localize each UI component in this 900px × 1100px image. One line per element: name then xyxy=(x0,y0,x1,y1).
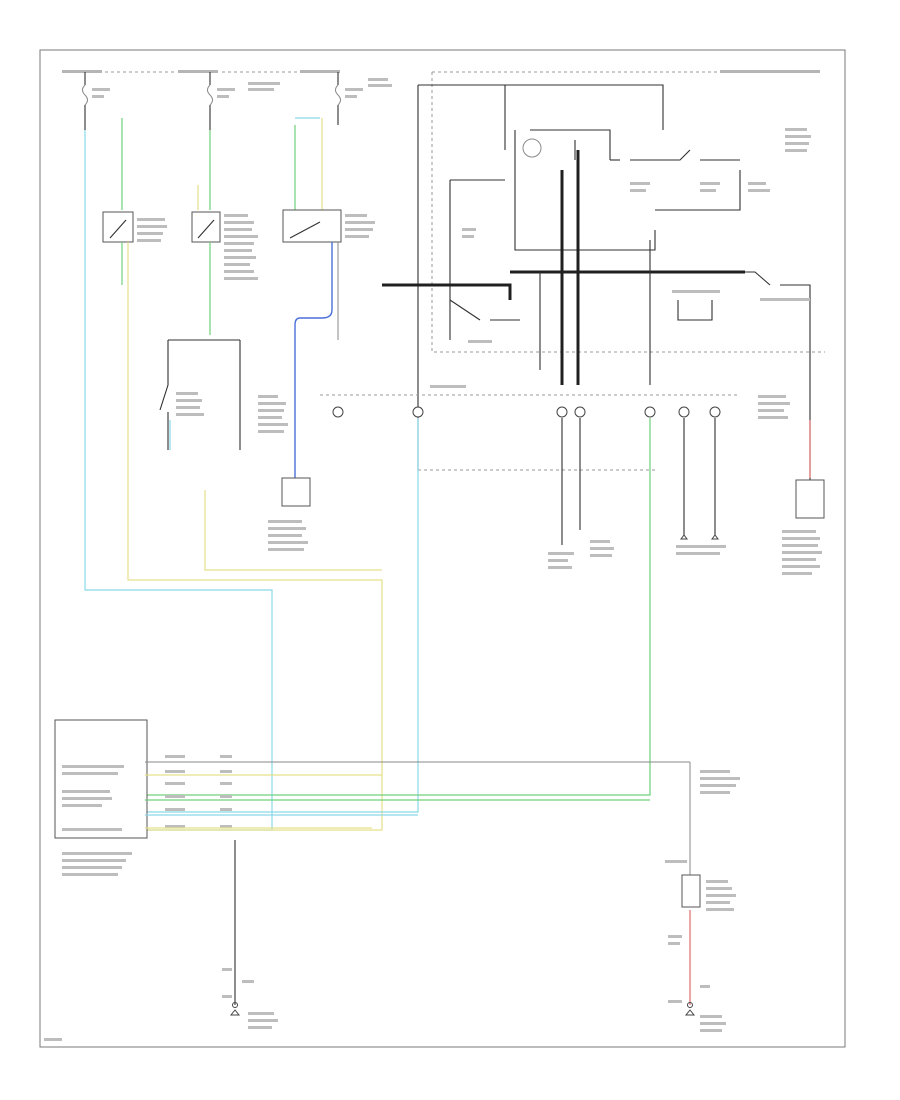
lower-right-ground-labels xyxy=(668,935,726,1032)
wire-yellow-switch-down xyxy=(204,490,382,571)
connector-right-label xyxy=(758,395,786,398)
control-module-wire-labels xyxy=(165,755,232,828)
control-ground-node xyxy=(232,1002,238,1008)
connector-right-label-3 xyxy=(758,409,784,412)
internal-switch-low xyxy=(449,299,520,321)
lower-right-ground-symbol xyxy=(684,1009,696,1016)
power-module-internals xyxy=(417,84,811,470)
relay-r-label-2 xyxy=(760,298,810,301)
wire-cyan-center xyxy=(145,418,419,813)
relay-r-switch-2 xyxy=(677,300,713,321)
relay-r-switch xyxy=(745,271,811,480)
relay-switch-3 xyxy=(282,209,375,243)
sensor-side-labels xyxy=(258,395,288,433)
fuse-3 xyxy=(335,72,341,125)
lower-right-ground-node xyxy=(687,1002,693,1008)
right-module xyxy=(782,479,825,575)
fuse-2 xyxy=(207,72,213,130)
right-lower-labels xyxy=(665,770,740,863)
wire-yellow-relay1-down xyxy=(127,242,383,831)
fuse-labels xyxy=(92,78,392,98)
lower-right-sensor xyxy=(681,874,736,911)
connector-right-label-4 xyxy=(758,416,788,419)
control-module xyxy=(54,719,148,876)
bus-horizontal xyxy=(382,283,512,300)
wire-green-650 xyxy=(145,418,651,796)
wire-blue-relay3-down xyxy=(294,242,333,480)
relay-r-label xyxy=(672,290,720,293)
header-labels xyxy=(62,70,820,73)
control-ground-labels xyxy=(222,968,278,1029)
diagram-border xyxy=(39,49,846,1048)
power-module-boundary xyxy=(431,72,825,353)
bottom-connector-labels xyxy=(548,540,726,569)
fuse-1 xyxy=(82,72,88,130)
footer-id-mark xyxy=(44,1038,62,1041)
relay-switch-2 xyxy=(191,211,258,280)
connector-label xyxy=(430,385,466,388)
sensor-module xyxy=(268,477,311,551)
brake-switch-left xyxy=(159,339,241,450)
connector-right-label-2 xyxy=(758,402,790,405)
connector-row xyxy=(332,406,721,418)
relay-switch-1 xyxy=(102,211,167,243)
ground-symbols-row xyxy=(680,534,719,540)
control-ground-symbol xyxy=(229,1009,241,1016)
